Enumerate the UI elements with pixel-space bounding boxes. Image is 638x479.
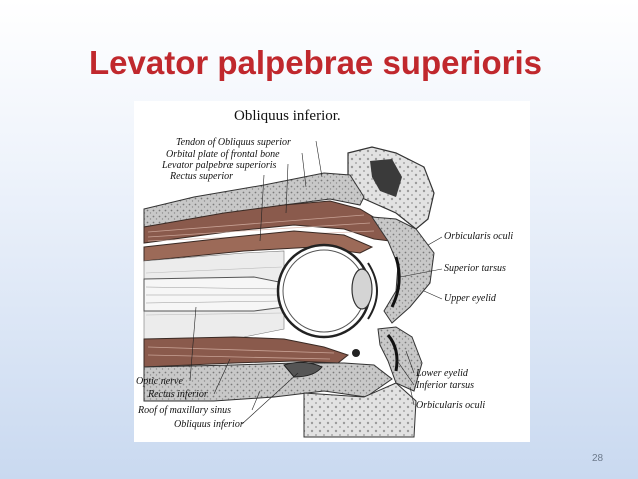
label-superior-tarsus: Superior tarsus (444, 263, 506, 274)
superior-tarsus (390, 256, 401, 308)
frontal-sinus (370, 159, 402, 197)
lower-eyelid (377, 326, 423, 392)
label-upper-eyelid: Upper eyelid (444, 293, 497, 304)
label-orbital-plate: Orbital plate of frontal bone (166, 149, 280, 160)
label-inferior-tarsus: Inferior tarsus (415, 380, 474, 391)
label-orbicularis-oculi-upper: Orbicularis oculi (444, 231, 513, 242)
label-levator-palpebrae: Levator palpebræ superioris (161, 160, 277, 171)
label-obliquus-inferior-bottom: Obliquus inferior (174, 419, 244, 430)
label-lower-eyelid: Lower eyelid (415, 368, 469, 379)
orbit-anatomy-illustration: Obliquus inferior. (134, 101, 530, 442)
lens (351, 268, 373, 310)
obliquus-inferior-muscle (283, 361, 323, 378)
maxilla (303, 382, 417, 438)
label-obliquus-inferior-top: Obliquus inferior. (234, 108, 341, 124)
label-roof-maxillary-sinus: Roof of maxillary sinus (137, 405, 231, 416)
rectus-superior-muscle (143, 230, 374, 262)
label-tendon-obliquus-superior: Tendon of Obliquus superior (176, 137, 291, 148)
optic-nerve (143, 276, 285, 312)
rectus-inferior-muscle (143, 336, 350, 368)
page-number: 28 (592, 453, 604, 464)
label-optic-nerve: Optic nerve (136, 376, 183, 387)
label-rectus-superior: Rectus superior (169, 171, 233, 182)
inferior-tarsus (386, 334, 399, 372)
slide-title: Levator palpebrae superioris (89, 44, 542, 81)
cornea (367, 262, 378, 320)
orbital-floor (143, 362, 393, 402)
label-rectus-inferior: Rectus inferior (147, 389, 208, 400)
label-orbicularis-oculi-lower: Orbicularis oculi (416, 400, 485, 411)
